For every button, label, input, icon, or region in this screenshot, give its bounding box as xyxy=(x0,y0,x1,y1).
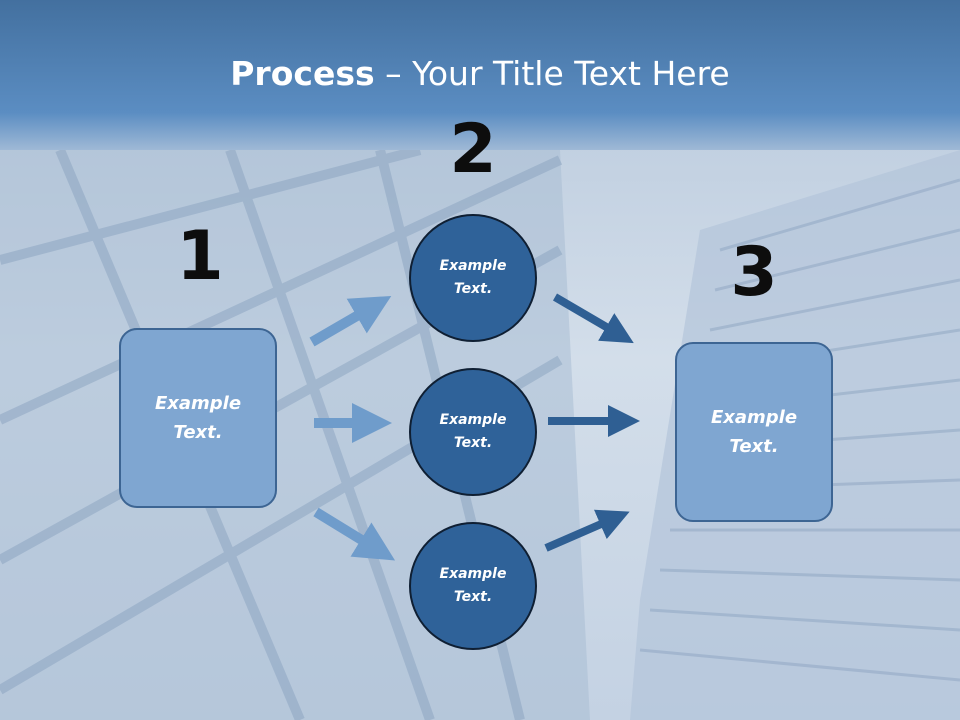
step-number-3: 3 xyxy=(730,233,778,312)
step-1-text-line2: Text. xyxy=(173,422,223,443)
step-3-text-line2: Text. xyxy=(729,436,779,457)
circle-middle-text-line2: Text. xyxy=(453,435,493,451)
circle-bottom-text-line2: Text. xyxy=(453,589,493,605)
circle-bottom-text-line1: Example xyxy=(439,566,507,582)
page-title: Process – Your Title Text Here xyxy=(0,52,960,96)
circle-top-text-line2: Text. xyxy=(453,281,493,297)
circle-middle-text-line1: Example xyxy=(439,412,507,428)
step-number-1: 1 xyxy=(176,217,224,296)
title-rest: – Your Title Text Here xyxy=(374,54,730,93)
step-number-2: 2 xyxy=(449,110,497,189)
step-1-text-line1: Example xyxy=(154,393,242,414)
circle-top-text-line1: Example xyxy=(439,258,507,274)
title-bold: Process xyxy=(230,54,375,93)
step-3-text-line1: Example xyxy=(710,407,798,428)
